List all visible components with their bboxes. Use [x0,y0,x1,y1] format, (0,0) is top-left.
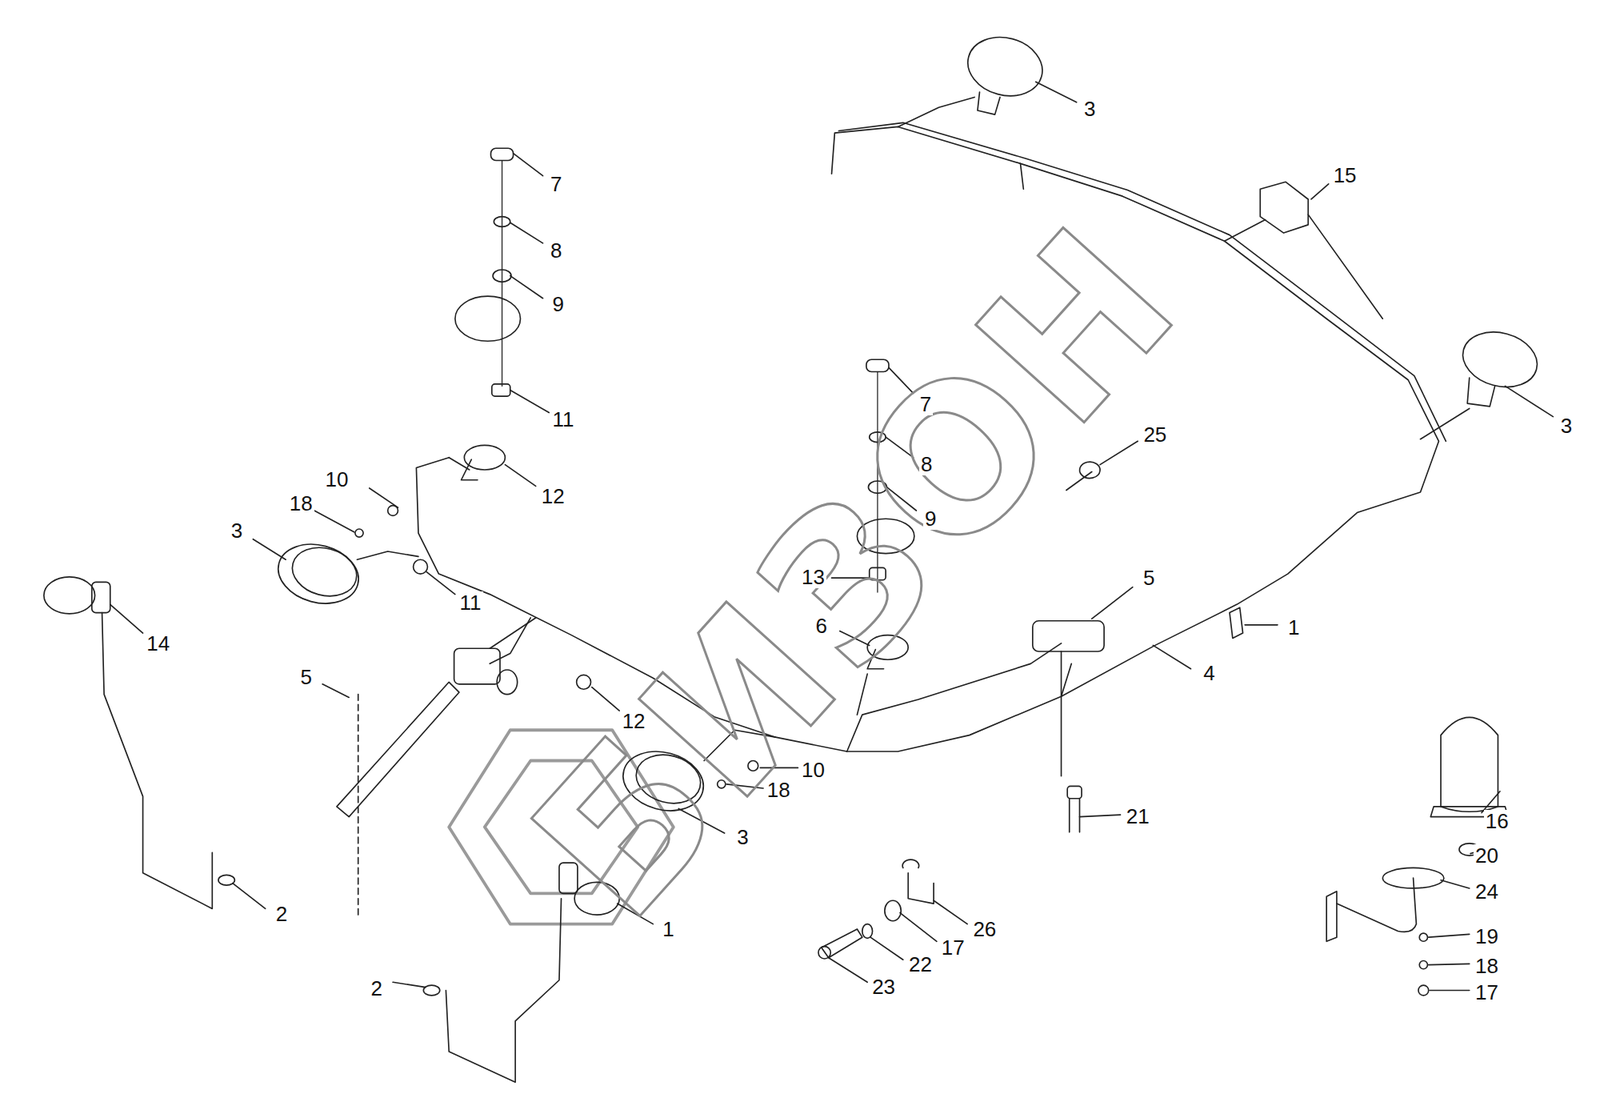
callout-number: 11 [551,408,576,431]
callout-number: 22 [907,952,934,976]
callout-number: 1 [660,917,676,940]
callout-number: 25 [1141,423,1168,446]
callout-number: 12 [620,709,648,732]
callout-number: 2 [274,902,289,925]
callout-number: 4 [1201,661,1216,684]
callout-number: 24 [1473,880,1500,903]
callout-number: 19 [1473,924,1500,948]
callout-number: 11 [458,591,484,614]
callout-number: 3 [735,825,750,848]
callout-number: 20 [1473,844,1500,867]
callout-number: 8 [548,239,564,262]
callout-number: 9 [923,507,938,530]
callout-number: 17 [940,936,967,959]
callout-number: 7 [548,172,564,196]
callout-number: 10 [800,758,827,781]
callout-number: 12 [540,484,567,508]
callout-number: 18 [1473,954,1500,977]
callout-number: 15 [1332,164,1359,187]
callout-number: 18 [288,492,315,515]
callout-number: 21 [1124,804,1152,828]
callout-number: 10 [323,468,350,491]
callout-number: 7 [918,392,933,416]
callout-number: 3 [1082,97,1097,120]
callout-number: 17 [1473,980,1500,1004]
callout-number: 6 [814,614,829,637]
callout-number: 8 [919,452,934,476]
callout-number: 26 [971,917,998,940]
callout-number: 5 [1141,566,1156,589]
callout-number: 2 [368,976,384,1000]
callout-number: 3 [229,519,244,542]
callout-number: 16 [1484,809,1511,832]
callout-number: 3 [1559,414,1574,437]
callout-number: 1 [1286,616,1301,639]
callout-number: 14 [144,632,172,655]
callout-number: 23 [870,975,897,998]
callout-number: 5 [298,665,313,688]
watermark: БИЗОН [499,189,1216,953]
callout-number: 9 [550,292,565,316]
callout-number: 13 [800,565,827,588]
callout-number: 18 [765,778,792,801]
